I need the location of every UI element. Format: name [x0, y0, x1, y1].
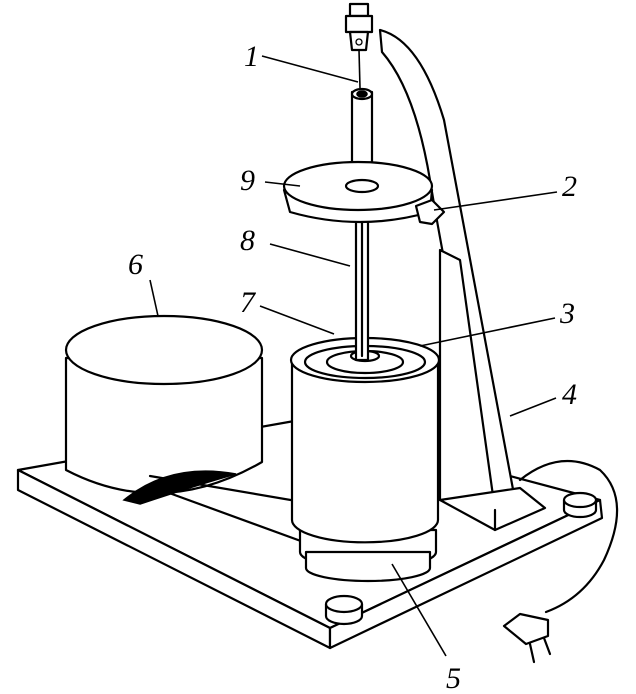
label-8: 8 — [240, 224, 255, 257]
top-clamp — [344, 2, 374, 89]
motor-opening — [122, 470, 237, 505]
support-arm — [378, 28, 547, 532]
label-7: 7 — [240, 286, 257, 319]
part-labels: 1 2 3 4 5 6 7 8 9 — [128, 40, 577, 694]
power-cord — [502, 459, 619, 664]
pointer-clip — [414, 198, 446, 226]
leader-lines — [149, 55, 558, 657]
base-foot-right — [562, 491, 598, 519]
hanging-rod — [350, 87, 374, 362]
label-6: 6 — [128, 248, 143, 281]
label-5: 5 — [446, 662, 461, 694]
label-1: 1 — [244, 40, 259, 73]
suspended-disc — [282, 160, 434, 224]
rotating-cup — [289, 336, 441, 583]
suspension-thread — [358, 49, 361, 89]
label-9: 9 — [240, 164, 255, 197]
label-2: 2 — [562, 170, 577, 203]
label-3: 3 — [559, 297, 575, 330]
base-foot-front — [324, 594, 364, 626]
label-4: 4 — [562, 378, 577, 411]
motor-housing — [64, 314, 264, 505]
